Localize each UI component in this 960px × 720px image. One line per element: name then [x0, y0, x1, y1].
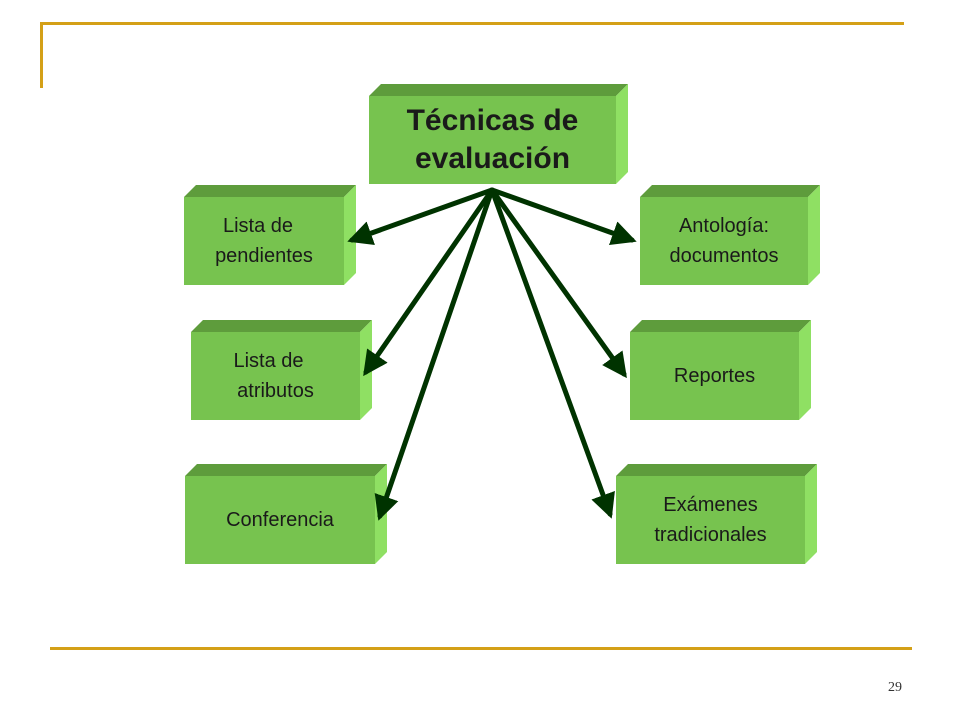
- center-label-line2: evaluación: [414, 142, 571, 175]
- reportes-line1: Reportes: [673, 365, 756, 387]
- arrow-to-conferencia: [374, 187, 495, 521]
- center-box: [369, 84, 628, 184]
- box-antologia: [640, 185, 820, 285]
- conferencia-line1: Conferencia: [226, 509, 334, 531]
- antologia-label: Antología: documentos: [640, 197, 808, 285]
- top-rule: [40, 22, 904, 25]
- box-lista-pendientes: [184, 185, 356, 285]
- conferencia-label: Conferencia: [185, 476, 375, 564]
- box-reportes: [630, 320, 811, 420]
- lista-atributos-line2: atributos: [237, 380, 314, 402]
- center-box-label: Técnicas de evaluación: [369, 96, 616, 184]
- examenes-line1: Exámenes: [663, 494, 758, 516]
- center-label-line1: Técnicas de: [406, 104, 579, 137]
- lista-pendientes-label: Lista de pendientes: [184, 197, 344, 285]
- page-number: 29: [888, 680, 902, 695]
- arrow-to-examenes: [489, 187, 615, 519]
- arrow-to-reportes: [489, 187, 627, 379]
- lista-pendientes-line1: Lista de: [222, 215, 294, 237]
- antologia-line1: Antología:: [678, 215, 770, 237]
- arrow-to-lista-pendientes: [347, 187, 495, 246]
- box-examenes: [616, 464, 817, 564]
- left-rule: [40, 22, 43, 88]
- lista-atributos-label: Lista de atributos: [191, 332, 360, 420]
- lista-atributos-line1: Lista de: [233, 350, 304, 372]
- lista-pendientes-line2: pendientes: [215, 245, 313, 267]
- bottom-rule: [50, 647, 912, 650]
- antologia-line2: documentos: [669, 245, 779, 267]
- examenes-label: Exámenes tradicionales: [616, 476, 805, 564]
- box-lista-atributos: [191, 320, 372, 420]
- arrow-to-antologia: [489, 187, 637, 246]
- examenes-line2: tradicionales: [654, 524, 767, 546]
- arrow-to-lista-atributos: [363, 187, 495, 377]
- reportes-label: Reportes: [630, 332, 799, 420]
